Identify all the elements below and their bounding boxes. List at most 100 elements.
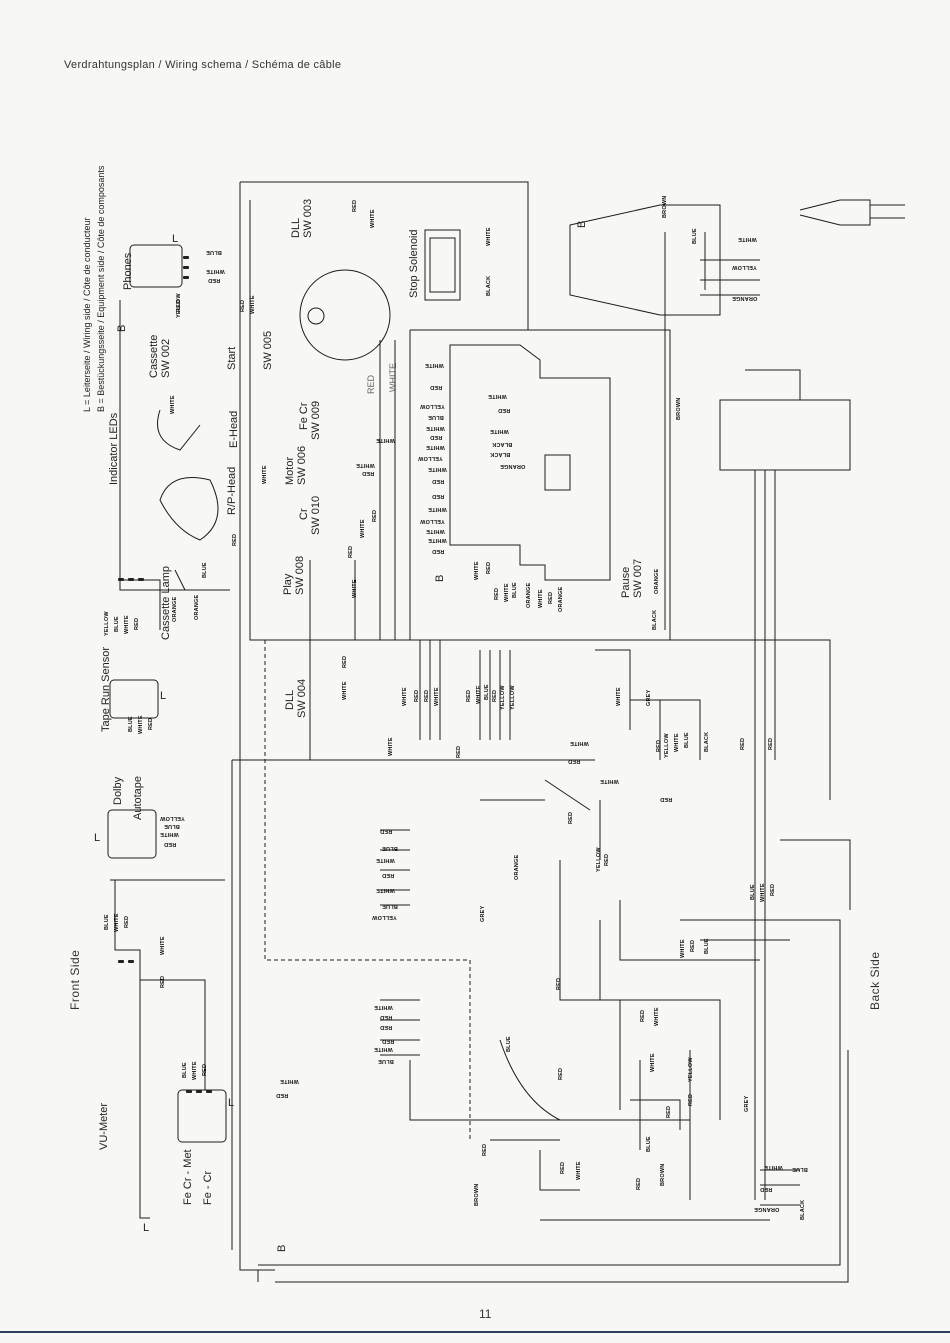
wire-label-blue: BLUE bbox=[114, 616, 120, 632]
wire-label-white: WHITE bbox=[476, 685, 482, 704]
wire-label-white: WHITE bbox=[426, 528, 445, 534]
wire-label-white: WHITE bbox=[504, 583, 510, 602]
connector-pin bbox=[186, 1090, 192, 1093]
wire-label-red: RED bbox=[666, 1105, 672, 1118]
wire-label-red: RED bbox=[740, 737, 746, 750]
wire-label-white: WHITE bbox=[654, 1007, 660, 1026]
switch-board bbox=[449, 344, 611, 581]
wire-label-blue: BLUE bbox=[750, 884, 756, 900]
sw004-label: SW 004 bbox=[296, 678, 308, 718]
harness-bottom bbox=[275, 1050, 849, 1283]
wire-label-white: WHITE bbox=[160, 831, 179, 837]
wire-label-yellow: YELLOW bbox=[596, 847, 602, 872]
wire-label-red: RED bbox=[636, 1177, 642, 1190]
wire-label-yellow: YELLOW bbox=[160, 815, 185, 821]
wire-label-yellow: YELLOW bbox=[104, 611, 110, 636]
marker-l: L bbox=[172, 233, 179, 245]
sw008-label: SW 008 bbox=[294, 555, 306, 595]
wire-label-brown: BROWN bbox=[676, 397, 682, 420]
wire-label-white: WHITE bbox=[426, 425, 445, 431]
wire-label-white: WHITE bbox=[138, 715, 144, 734]
wire-label-blue: BLUE bbox=[104, 914, 110, 930]
wire-label-black: BLACK bbox=[704, 731, 710, 752]
harness-outer-left bbox=[239, 181, 529, 1271]
front-side-label: Front Side bbox=[68, 949, 82, 1010]
mains-plate bbox=[569, 204, 721, 316]
wire-label-white: WHITE bbox=[160, 936, 166, 955]
wire-label-red: RED bbox=[380, 1014, 393, 1020]
wire-label-white: WHITE bbox=[114, 913, 120, 932]
wire-label-red: RED bbox=[432, 548, 445, 554]
wire-label-red: RED bbox=[382, 872, 395, 878]
wire-label-yellow: YELLOW bbox=[732, 264, 757, 270]
back-side-label: Back Side bbox=[868, 951, 882, 1010]
wire-label-yellow: YELLOW bbox=[420, 518, 445, 524]
motor-label: Motor bbox=[284, 456, 296, 485]
wire-label-red: RED bbox=[494, 587, 500, 600]
wire-label-orange: ORANGE bbox=[172, 596, 178, 622]
wire-label-red: RED bbox=[498, 407, 511, 413]
wire-label-red: RED bbox=[352, 199, 358, 212]
wire-label-white: WHITE bbox=[370, 209, 376, 228]
cassette-label: Cassette bbox=[148, 334, 160, 378]
wire-label-yellow: YELLOW bbox=[688, 1057, 694, 1082]
e-head-label: E-Head bbox=[228, 410, 240, 448]
wire-label-black: BLACK bbox=[492, 441, 513, 447]
wire-label-blue: BLUE bbox=[164, 823, 180, 829]
sw005-label: SW 005 bbox=[262, 330, 274, 370]
wire-label-red: RED bbox=[432, 478, 445, 484]
wire-label-white: WHITE bbox=[360, 519, 366, 538]
wire-label-white: WHITE bbox=[616, 687, 622, 706]
rp-head bbox=[159, 477, 219, 541]
wire-label-red: RED bbox=[690, 939, 696, 952]
marker-b: B bbox=[434, 574, 446, 582]
wire-label-white: WHITE bbox=[760, 883, 766, 902]
marker-b: B bbox=[276, 1244, 288, 1252]
wire-label-red: RED bbox=[348, 545, 354, 558]
connector-pin bbox=[138, 578, 144, 581]
pause-label: Pause bbox=[620, 566, 632, 598]
legend-l-line: L = Leiterseite / Wiring side / Côte de … bbox=[82, 217, 92, 412]
legend-b-line: B = Bestückungsseite / Equipment side / … bbox=[96, 165, 106, 412]
wire-label-red: RED bbox=[556, 977, 562, 990]
vu-meter-label: VU-Meter bbox=[98, 1102, 110, 1150]
fe-cr-label: Fe - Cr bbox=[202, 1170, 214, 1205]
wire-label-blue: BLUE bbox=[182, 1062, 188, 1078]
wire-label-red: RED bbox=[208, 277, 221, 283]
wire-label-red: RED bbox=[362, 470, 375, 476]
connector-pin bbox=[206, 1090, 212, 1093]
wire-label-blue: BLUE bbox=[646, 1136, 652, 1152]
wire-label-red: RED bbox=[604, 853, 610, 866]
wire-label-orange: ORANGE bbox=[732, 295, 758, 301]
sw009-label: SW 009 bbox=[310, 400, 322, 440]
wire-label-red: RED bbox=[558, 1067, 564, 1080]
wire-label-blue: BLUE bbox=[506, 1036, 512, 1052]
board-outline bbox=[409, 329, 671, 640]
wire-label-red: RED bbox=[492, 689, 498, 702]
wire-label-orange: ORANGE bbox=[558, 586, 564, 612]
dll-top-label: DLL bbox=[290, 217, 302, 238]
wire-label-orange: ORANGE bbox=[754, 1206, 780, 1212]
wire-label-blue: BLUE bbox=[382, 845, 398, 851]
wire-label-red: RED bbox=[760, 1186, 773, 1192]
connector-pin bbox=[183, 276, 189, 279]
wire-label-white: WHITE bbox=[376, 857, 395, 863]
wire-label-red: RED bbox=[424, 689, 430, 702]
wire-label-red: RED bbox=[372, 509, 378, 522]
wire-label-red: RED bbox=[342, 655, 348, 668]
connector-pin bbox=[183, 266, 189, 269]
wire-label-white: WHITE bbox=[486, 227, 492, 246]
wire-label-red: RED bbox=[770, 883, 776, 896]
wire-label-white: WHITE bbox=[576, 1161, 582, 1180]
wire-label-black: BLACK bbox=[652, 609, 658, 630]
connector-pin bbox=[118, 578, 124, 581]
wire-label-red: RED bbox=[466, 689, 472, 702]
wire-label-orange: ORANGE bbox=[526, 582, 532, 608]
wire-label-blue: BLUE bbox=[128, 716, 134, 732]
connector-pin bbox=[183, 256, 189, 259]
connector-pin bbox=[118, 960, 124, 963]
rp-head-label: R/P-Head bbox=[226, 466, 238, 515]
wire-label-white: WHITE bbox=[388, 737, 394, 756]
wire-label-white: WHITE bbox=[434, 687, 440, 706]
